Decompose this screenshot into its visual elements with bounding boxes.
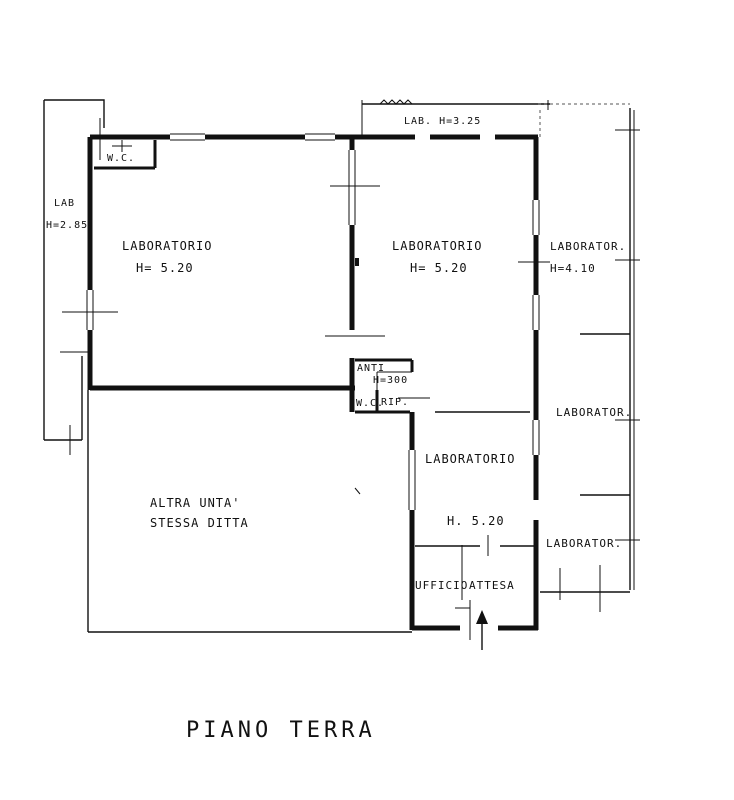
ufficio-name2: ATTESA: [469, 579, 515, 592]
anti-height: H=300: [373, 375, 408, 386]
central-wall: [325, 137, 385, 412]
lab-1-walls: [86, 118, 400, 391]
lab-3-walls: [408, 411, 539, 640]
lab-right-1-name: LABORATOR.: [550, 240, 626, 253]
ufficio-name: UFFICIO: [415, 579, 468, 592]
altra-unita-outline: [87, 390, 412, 633]
wc-top-label: W.C.: [107, 153, 135, 164]
lab-top-strip-label: LAB. H=3.25: [404, 116, 481, 127]
wc-small-label: W.C.: [356, 398, 384, 409]
rip-label: RIP.: [381, 397, 409, 408]
altra-unita-line1: ALTRA UNTA': [150, 496, 240, 510]
lab-3-name: LABORATORIO: [425, 452, 515, 466]
lab-left-strip: [43, 99, 118, 455]
right-labs: [540, 108, 640, 612]
lab-right-2-name: LABORATOR.: [556, 406, 632, 419]
entrance-arrow: [476, 610, 488, 650]
plan-title: PIANO TERRA: [186, 718, 376, 743]
lab-3-height: H. 5.20: [447, 514, 505, 528]
lab-left-height: H=2.85: [46, 220, 88, 231]
service-block: [355, 358, 430, 414]
anti-name: ANTI: [357, 363, 385, 374]
lab-top-strip: [361, 99, 630, 140]
lab-2-height: H= 5.20: [410, 261, 468, 275]
wc-top-room: [94, 140, 157, 170]
lab-right-1-height: H=4.10: [550, 262, 596, 275]
lab-1-name: LABORATORIO: [122, 239, 212, 253]
lab-right-3-name: LABORATOR.: [546, 537, 622, 550]
altra-unita-line2: STESSA DITTA: [150, 516, 249, 530]
lab-1-height: H= 5.20: [136, 261, 194, 275]
lab-2-walls: [400, 134, 550, 595]
lab-2-name: LABORATORIO: [392, 239, 482, 253]
lab-left-name: LAB: [54, 198, 75, 209]
